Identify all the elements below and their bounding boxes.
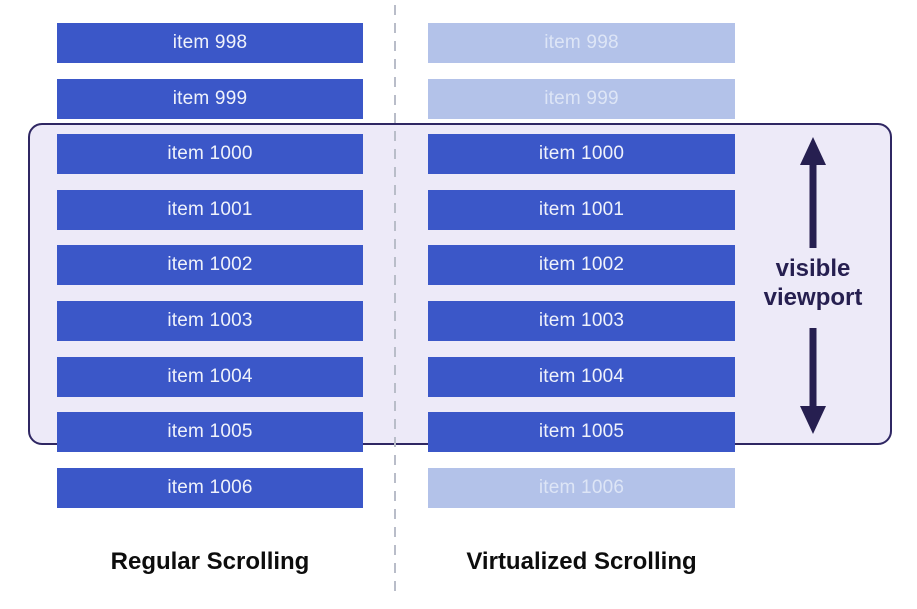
list-item: item 1005 (428, 412, 735, 453)
visible-viewport-label: visible viewport (723, 254, 903, 312)
list-item: item 999 (57, 78, 363, 119)
list-item: item 999 (428, 78, 735, 119)
list-item: item 1004 (428, 356, 735, 397)
list-item: item 1002 (57, 245, 363, 286)
list-item: item 1001 (428, 189, 735, 230)
list-item: item 1001 (57, 189, 363, 230)
list-item: item 1006 (57, 467, 363, 508)
list-item: item 1000 (57, 134, 363, 175)
virtualized-scrolling-column: item 998 item 999 item 1000 item 1001 item 1… (428, 23, 735, 508)
list-item: item 1005 (57, 412, 363, 453)
list-item: item 1006 (428, 467, 735, 508)
virtualized-scrolling-label: Virtualized Scrolling (466, 548, 697, 575)
list-item: item 1003 (428, 300, 735, 341)
list-item: item 1002 (428, 245, 735, 286)
list-item: item 1000 (428, 134, 735, 175)
visible-viewport-label-line2: viewport (763, 284, 863, 311)
regular-scrolling-label: Regular Scrolling (110, 548, 310, 575)
list-item: item 998 (57, 23, 363, 63)
visible-viewport-label-line1: visible (775, 255, 851, 282)
list-item: item 998 (428, 23, 735, 63)
list-item: item 1003 (57, 300, 363, 341)
regular-scrolling-column: item 998 item 999 item 1000 item 1001 item 1… (57, 23, 363, 508)
list-item: item 1004 (57, 356, 363, 397)
